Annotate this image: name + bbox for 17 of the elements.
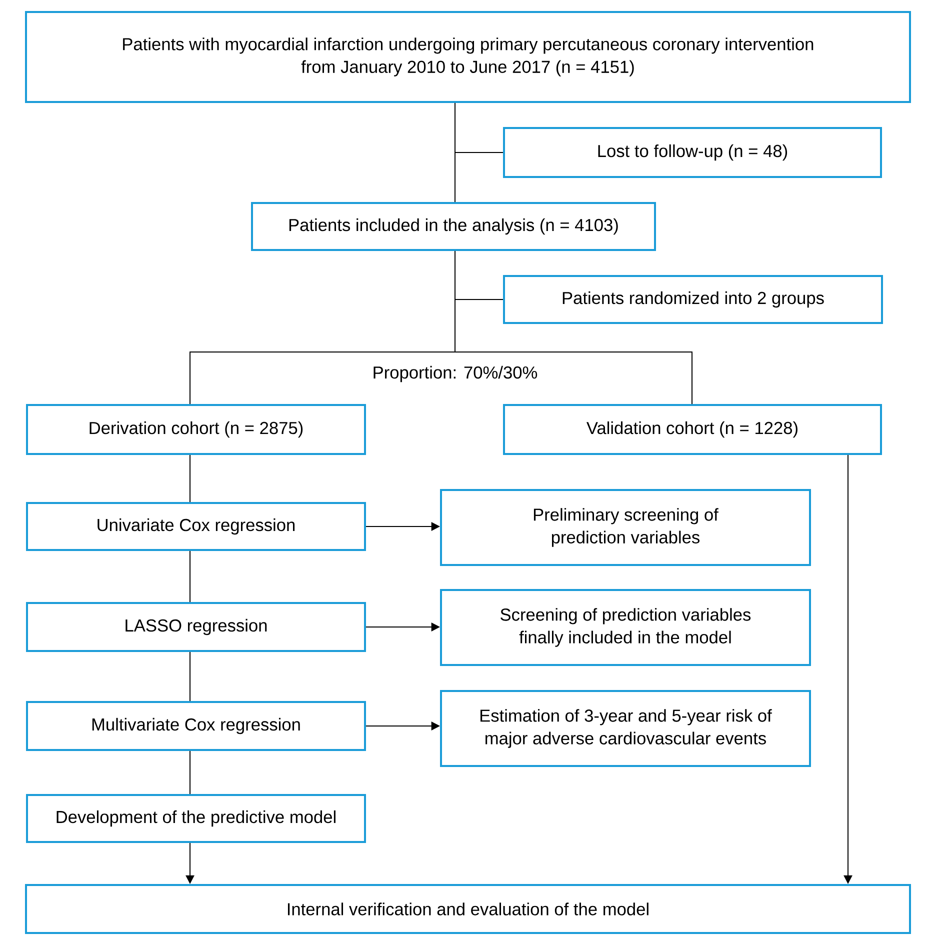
connector-line: [454, 250, 692, 404]
process-box: Derivation cohort (n = 2875): [26, 404, 366, 455]
process-box: Patients included in the analysis (n = 4103): [251, 202, 656, 251]
split-label: Proportion: 70%/30%: [374, 366, 538, 382]
process-box: LASSO regression: [26, 602, 366, 652]
process-box: Univariate Cox regression: [26, 502, 366, 551]
process-box: Lost to follow-up (n = 48): [503, 127, 882, 178]
connector-line: [454, 102, 504, 153]
process-box: Preliminary screening of prediction variables: [440, 489, 811, 566]
process-box: Validation cohort (n = 1228): [503, 404, 882, 455]
process-box: Patients randomized into 2 groups: [503, 275, 883, 324]
process-box: Development of the predictive model: [26, 794, 366, 843]
process-box: Patients with myocardial infarction undergoing primary percutaneous coronary intervention from January 2010 to June 2017 (n = 4151): [25, 11, 911, 103]
process-box: Internal verification and evaluation of the model: [25, 884, 911, 934]
process-box: Screening of prediction variables finally included in the model: [440, 589, 811, 666]
process-box: Multivariate Cox regression: [26, 701, 366, 751]
process-box: Estimation of 3-year and 5-year risk of major adverse cardiovascular events: [440, 690, 811, 767]
